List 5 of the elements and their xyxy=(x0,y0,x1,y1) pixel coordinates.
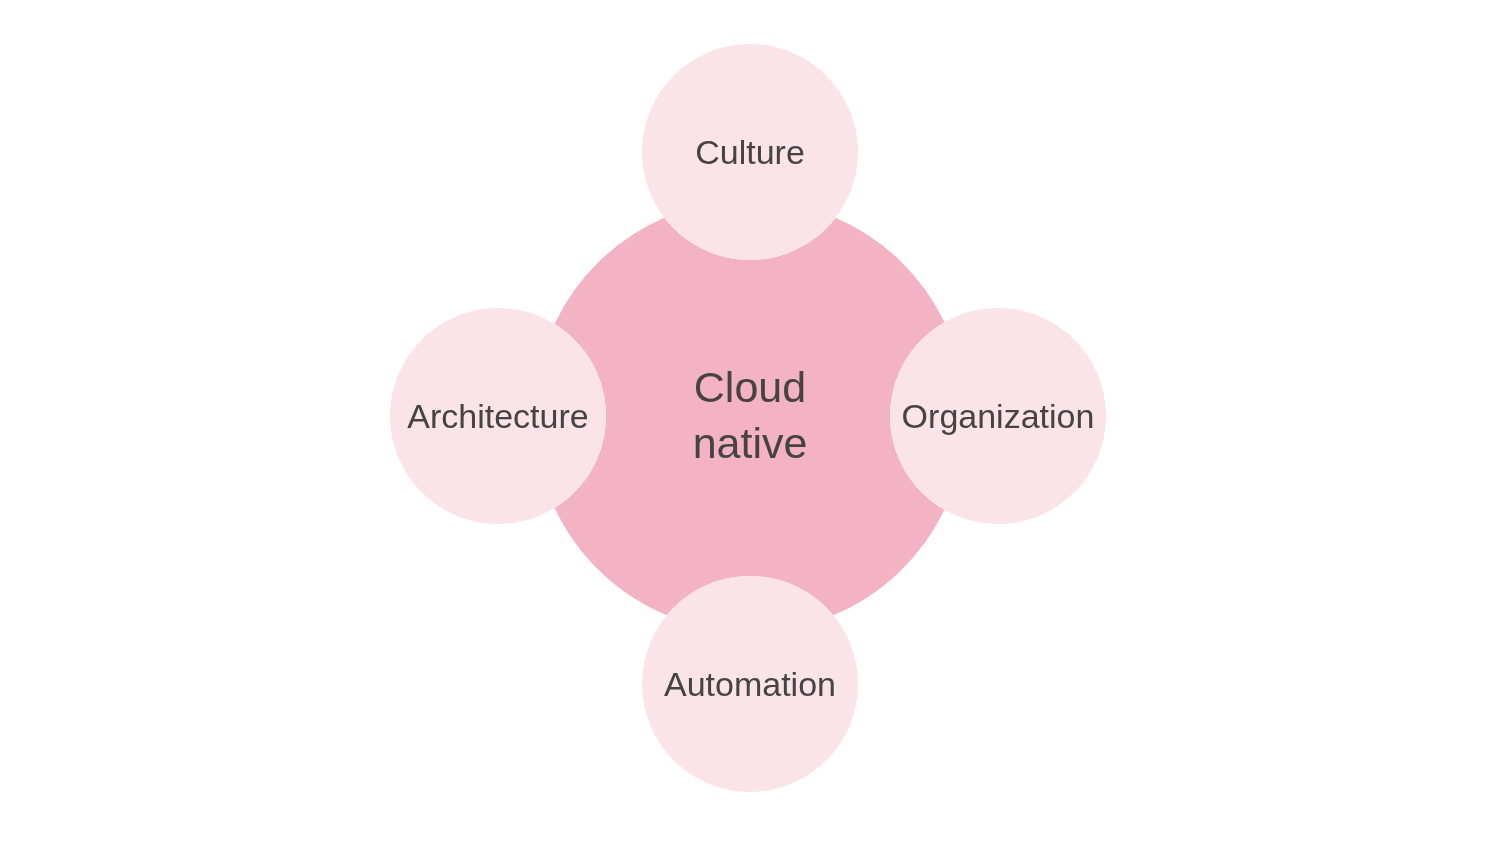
circle-label: Architecture xyxy=(407,395,589,437)
circle-label: Culture xyxy=(695,131,805,173)
circle-label: Organization xyxy=(901,395,1095,437)
circle-label: Cloud native xyxy=(691,362,809,469)
circle-label: Automation xyxy=(664,663,836,705)
